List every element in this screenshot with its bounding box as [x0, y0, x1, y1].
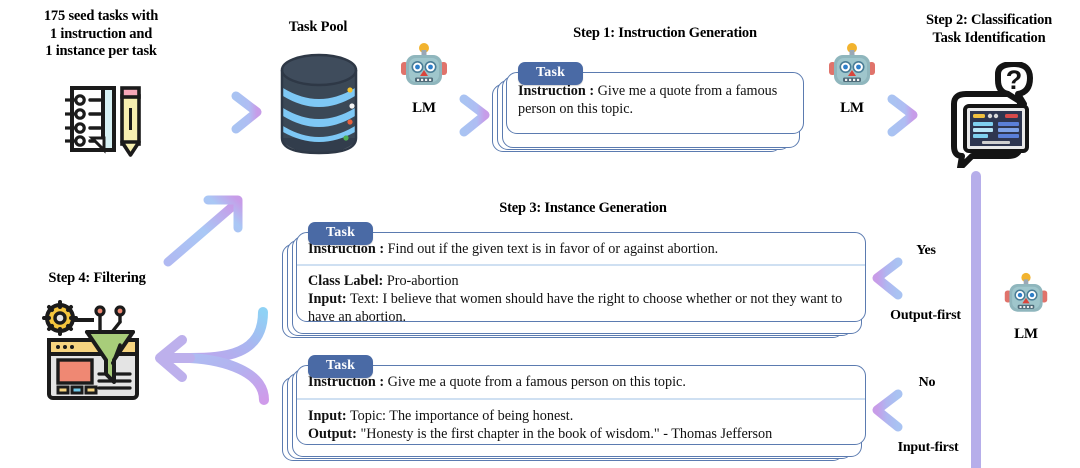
lm-label-1: LM: [412, 100, 436, 116]
card-body: Instruction : Give me a quote from a fam…: [296, 365, 866, 445]
input-label: Input:: [308, 407, 347, 424]
instruction-text: Give me a quote from a famous person on …: [518, 83, 778, 118]
branch-label-output-first: Output-first: [890, 308, 961, 323]
branch-label-no: No: [918, 375, 936, 390]
step2-title: Step 2: Classification Task Identificati…: [900, 12, 1078, 47]
instruction-section: Instruction : Give me a quote from a fam…: [507, 73, 803, 122]
instruction-text: Give me a quote from a famous person on …: [387, 374, 686, 390]
card-body: Instruction : Find out if the given text…: [296, 232, 866, 322]
arrow-lm-to-step1: [380, 94, 490, 137]
instruction-section: Instruction : Find out if the given text…: [297, 233, 865, 264]
instruction-label: Instruction :: [308, 241, 385, 257]
robot-icon: [401, 43, 447, 85]
seed-caption-line-1: 175 seed tasks with: [43, 8, 159, 24]
instruction-text: Find out if the given text is in favor o…: [387, 241, 719, 257]
instruction-label: Instruction :: [518, 83, 595, 99]
step2-title-line-1: Step 2: Classification: [925, 12, 1053, 28]
seed-tasks-caption: 175 seed tasks with 1 instruction and 1 …: [6, 8, 196, 61]
lm-group-2: LM: [826, 42, 878, 117]
task-badge: Task: [308, 355, 374, 378]
seed-caption-line-3: 1 instance per task: [45, 43, 157, 60]
task-pool-title: Task Pool: [288, 19, 348, 35]
arrow-step1-to-step2: [817, 94, 918, 137]
classification-question-icon: ?: [951, 62, 1033, 168]
step3-title: Step 3: Instance Generation: [499, 200, 667, 216]
output-text: "Honesty is the first chapter in the boo…: [360, 425, 773, 442]
card-divider: [297, 264, 865, 266]
lm-label-2: LM: [840, 100, 864, 116]
input-text: Text: I believe that women should have t…: [308, 290, 843, 322]
svg-text:?: ?: [1006, 65, 1023, 95]
instance-section: Class Label: Pro-abortion Input: Text: I…: [297, 266, 865, 322]
lm-label-3: LM: [1014, 326, 1038, 342]
card-divider: [297, 398, 865, 400]
robot-icon: [1004, 272, 1048, 312]
branch-label-yes: Yes: [916, 243, 936, 258]
input-row: Input: Topic: The importance of being ho…: [308, 407, 855, 425]
output-label: Output:: [308, 425, 357, 442]
task-badge: Task: [308, 222, 374, 245]
instruction-section: Instruction : Give me a quote from a fam…: [297, 366, 865, 398]
input-text: Topic: The importance of being honest.: [349, 407, 574, 424]
input-row: Input: Text: I believe that women should…: [308, 290, 855, 322]
task-badge: Task: [518, 62, 584, 85]
arrow-cards-to-filtering: [155, 307, 269, 405]
database-icon: [280, 53, 358, 155]
arrow-yes-branch: [872, 257, 977, 300]
step2-title-line-2: Task Identification: [932, 29, 1046, 46]
seed-caption-line-2: 1 instruction and: [49, 25, 153, 42]
lm-group-1: LM: [398, 42, 450, 117]
instance-section: Input: Topic: The importance of being ho…: [297, 400, 865, 444]
step1-task-card[interactable]: Task Instruction : Give me a quote from …: [492, 62, 804, 158]
filter-browser-icon: [42, 300, 139, 400]
arrow-seed-to-pool: [153, 91, 262, 134]
arrow-filtering-to-pool: [163, 195, 243, 267]
class-label-label: Class Label:: [308, 272, 384, 289]
arrow-no-branch: [872, 389, 977, 432]
lm-group-3: LM: [1002, 272, 1050, 343]
class-label-row: Class Label: Pro-abortion: [308, 272, 855, 290]
step3-generation-task-card[interactable]: Task Instruction : Give me a quote from …: [282, 355, 867, 465]
robot-icon: [829, 43, 875, 85]
step4-title: Step 4: Filtering: [48, 270, 146, 286]
step1-title: Step 1: Instruction Generation: [573, 25, 757, 41]
instruction-label: Instruction :: [308, 374, 385, 390]
branch-label-input-first: Input-first: [897, 440, 959, 455]
step3-classification-task-card[interactable]: Task Instruction : Find out if the given…: [282, 222, 867, 344]
output-row: Output: "Honesty is the first chapter in…: [308, 425, 855, 443]
input-label: Input:: [308, 290, 347, 307]
class-label-text: Pro-abortion: [386, 272, 459, 289]
notebook-pencil-icon: [65, 86, 141, 157]
